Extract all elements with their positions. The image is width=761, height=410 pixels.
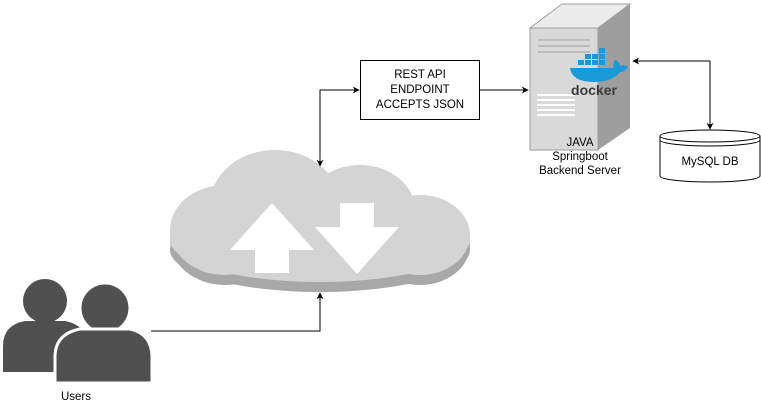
rest-box-line-2: ENDPOINT bbox=[390, 83, 450, 96]
download-arrow-icon bbox=[315, 203, 399, 274]
rest-api-endpoint-box: REST API ENDPOINT ACCEPTS JSON bbox=[360, 60, 480, 120]
database-label: MySQL DB bbox=[681, 156, 739, 168]
rest-box-line-1: REST API bbox=[394, 68, 446, 81]
server-label-line-1: JAVA bbox=[566, 137, 594, 149]
rest-box-line-3: ACCEPTS JSON bbox=[375, 98, 465, 111]
upload-arrow-icon bbox=[230, 203, 314, 273]
database-icon bbox=[659, 129, 761, 183]
server-label-line-2: Springboot bbox=[552, 151, 608, 163]
cloud-icon bbox=[170, 150, 470, 292]
docker-logo-icon: docker bbox=[570, 48, 628, 98]
server-icon bbox=[528, 3, 632, 151]
users-icon bbox=[3, 279, 154, 385]
server-label-line-3: Backend Server bbox=[539, 165, 621, 177]
server-label: JAVA Springboot Backend Server bbox=[520, 136, 640, 178]
server-to-db-connector bbox=[632, 57, 714, 130]
cloud-to-rest-connector bbox=[316, 86, 360, 167]
users-label: Users bbox=[60, 391, 92, 403]
users-to-cloud-connector bbox=[151, 292, 324, 332]
docker-logo-text: docker bbox=[571, 82, 617, 98]
